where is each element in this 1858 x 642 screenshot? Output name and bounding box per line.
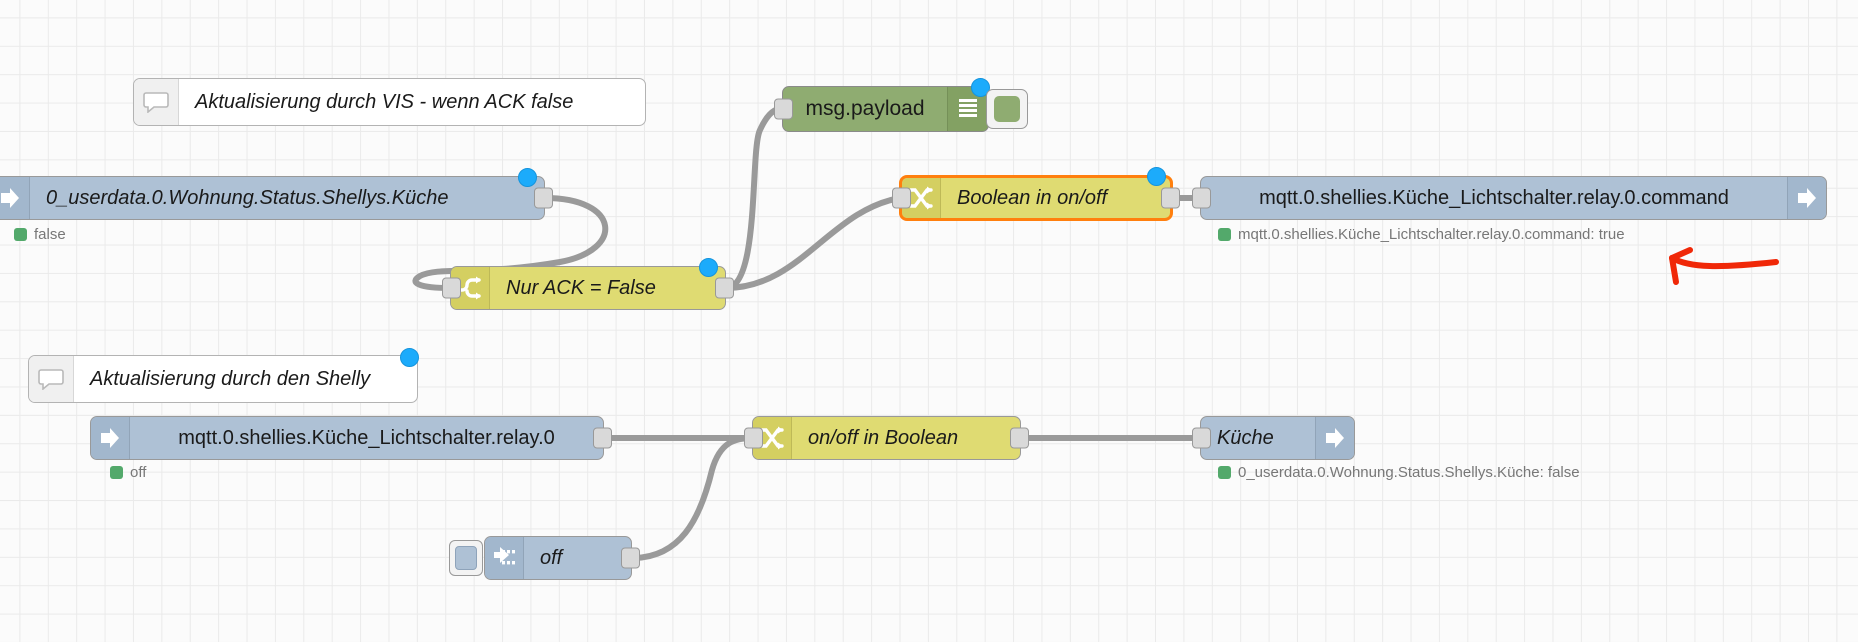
- node-mqtt-relay-in-label: mqtt.0.shellies.Küche_Lichtschalter.rela…: [178, 426, 555, 449]
- arrow-out-icon: [1787, 177, 1826, 219]
- node-change-onoff-in-boolean-label: on/off in Boolean: [808, 426, 959, 449]
- node-change-onoff-in-boolean[interactable]: on/off in Boolean: [744, 416, 1029, 460]
- red-curved-arrow: [1669, 247, 1779, 285]
- node-change-boolean-in-onoff[interactable]: Boolean in on/off: [892, 167, 1180, 220]
- node-userdata-in-status: false: [14, 226, 66, 243]
- node-switch-nur-ack-label: Nur ACK = False: [506, 276, 656, 299]
- inject-trigger-button[interactable]: [449, 540, 483, 576]
- wire-switch-to-change-bool: [723, 195, 903, 291]
- status-dot: [14, 228, 27, 241]
- node-kueche-out-status: 0_userdata.0.Wohnung.Status.Shellys.Küch…: [1218, 464, 1580, 481]
- comment-icon: [29, 356, 74, 402]
- node-inject-off[interactable]: off: [449, 536, 640, 580]
- debug-toggle-button[interactable]: [986, 89, 1028, 129]
- status-text: off: [130, 464, 147, 481]
- output-port[interactable]: [534, 187, 553, 209]
- node-inject-off-label: off: [540, 546, 563, 569]
- node-debug-label: msg.payload: [805, 97, 925, 120]
- node-change-boolean-in-onoff-label: Boolean in on/off: [957, 186, 1108, 209]
- node-userdata-in-label: 0_userdata.0.Wohnung.Status.Shellys.Küch…: [46, 186, 449, 209]
- inject-trigger-inner: [455, 546, 477, 570]
- changed-indicator-dot: [699, 258, 718, 277]
- wire-inject-to-change: [629, 435, 755, 561]
- comment-node-vis-label: Aktualisierung durch VIS - wenn ACK fals…: [195, 90, 574, 113]
- input-port[interactable]: [1192, 187, 1211, 209]
- comment-node-shelly-label: Aktualisierung durch den Shelly: [90, 367, 371, 390]
- arrow-in-icon: [0, 177, 30, 219]
- output-port[interactable]: [1161, 187, 1180, 209]
- changed-indicator-dot: [518, 168, 537, 187]
- arrow-out-icon: [1315, 417, 1354, 459]
- inject-arrow-icon: [485, 537, 524, 579]
- input-port[interactable]: [774, 98, 793, 120]
- status-text: false: [34, 226, 66, 243]
- node-kueche-out[interactable]: Küche: [1192, 416, 1355, 460]
- status-dot: [110, 466, 123, 479]
- node-debug-msg-payload[interactable]: msg.payload: [774, 78, 1028, 132]
- node-mqtt-relay-in[interactable]: mqtt.0.shellies.Küche_Lichtschalter.rela…: [90, 416, 612, 460]
- node-kueche-out-label: Küche: [1217, 426, 1274, 449]
- input-port[interactable]: [442, 277, 461, 299]
- changed-indicator-dot: [400, 348, 419, 367]
- comment-node-shelly[interactable]: Aktualisierung durch den Shelly: [28, 348, 419, 403]
- node-mqtt-command-out-status: mqtt.0.shellies.Küche_Lichtschalter.rela…: [1218, 226, 1625, 243]
- status-text: mqtt.0.shellies.Küche_Lichtschalter.rela…: [1238, 226, 1625, 243]
- status-dot: [1218, 466, 1231, 479]
- output-port[interactable]: [593, 427, 612, 449]
- input-port[interactable]: [744, 427, 763, 449]
- node-userdata-in[interactable]: 0_userdata.0.Wohnung.Status.Shellys.Küch…: [0, 168, 553, 220]
- status-dot: [1218, 228, 1231, 241]
- node-switch-nur-ack[interactable]: Nur ACK = False: [442, 258, 734, 310]
- comment-node-vis[interactable]: Aktualisierung durch VIS - wenn ACK fals…: [133, 78, 646, 126]
- node-mqtt-command-out[interactable]: mqtt.0.shellies.Küche_Lichtschalter.rela…: [1192, 176, 1827, 220]
- arrow-in-icon: [91, 417, 130, 459]
- debug-toggle-inner: [994, 96, 1020, 122]
- output-port[interactable]: [621, 547, 640, 569]
- node-mqtt-command-out-label: mqtt.0.shellies.Küche_Lichtschalter.rela…: [1259, 186, 1729, 209]
- input-port[interactable]: [892, 187, 911, 209]
- status-text: 0_userdata.0.Wohnung.Status.Shellys.Küch…: [1238, 464, 1580, 481]
- changed-indicator-dot: [1147, 167, 1166, 186]
- node-mqtt-relay-in-status: off: [110, 464, 146, 481]
- input-port[interactable]: [1192, 427, 1211, 449]
- output-port[interactable]: [1010, 427, 1029, 449]
- wire-switch-to-debug: [723, 105, 793, 291]
- output-port[interactable]: [715, 277, 734, 299]
- comment-icon: [134, 79, 179, 125]
- changed-indicator-dot: [971, 78, 990, 97]
